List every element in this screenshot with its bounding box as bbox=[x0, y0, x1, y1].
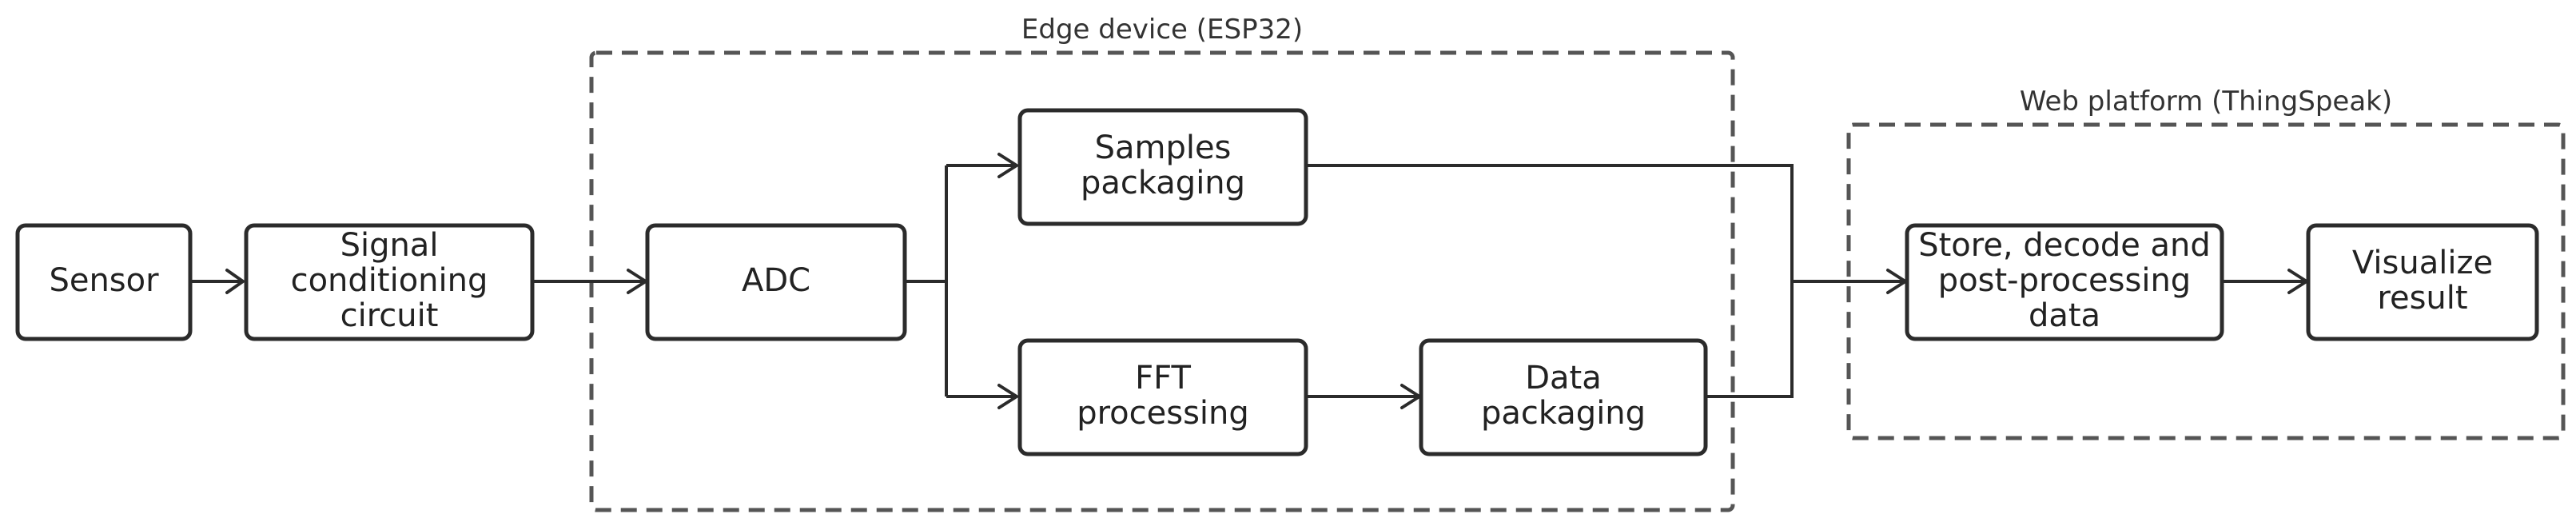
signal-conditioning-line-3: circuit bbox=[340, 297, 439, 334]
block-samples-packaging: Samples packaging bbox=[1017, 108, 1308, 226]
signal-conditioning-line-1: Signal bbox=[340, 227, 439, 264]
fft-processing-line-1: FFT bbox=[1135, 360, 1191, 396]
store-decode-line-1: Store, decode and bbox=[1918, 227, 2211, 264]
data-packaging-line-1: Data bbox=[1525, 360, 1602, 396]
arrowhead-icon bbox=[997, 384, 1018, 409]
sensor-label: Sensor bbox=[49, 262, 159, 299]
signal-conditioning-line-2: conditioning bbox=[291, 262, 488, 299]
block-data-packaging: Data packaging bbox=[1419, 338, 1708, 456]
arrowhead-icon bbox=[225, 269, 245, 294]
block-store-decode: Store, decode and post-processing data bbox=[1905, 223, 2224, 341]
store-decode-line-2: post-processing bbox=[1938, 262, 2191, 299]
signal-conditioning-box bbox=[244, 223, 535, 341]
samples-to-merge-line bbox=[1306, 164, 1794, 281]
web-platform-title: Web platform (ThingSpeak) bbox=[2020, 86, 2392, 118]
data-to-merge-line bbox=[1706, 281, 1794, 398]
block-fft-processing: FFT processing bbox=[1017, 338, 1308, 456]
block-sensor: Sensor bbox=[15, 223, 193, 341]
block-signal-conditioning: Signal conditioning circuit bbox=[244, 223, 535, 341]
block-visualize: Visualize result bbox=[2306, 223, 2539, 341]
visualize-box bbox=[2306, 223, 2539, 341]
adc-label: ADC bbox=[742, 262, 810, 299]
data-packaging-box bbox=[1419, 338, 1708, 456]
visualize-line-2: result bbox=[2377, 280, 2467, 317]
store-decode-box bbox=[1905, 223, 2224, 341]
edge-device-title: Edge device (ESP32) bbox=[1021, 14, 1303, 46]
sensor-box bbox=[15, 223, 193, 341]
data-packaging-line-2: packaging bbox=[1481, 395, 1646, 432]
fft-processing-line-2: processing bbox=[1077, 395, 1249, 432]
connectors bbox=[190, 153, 2308, 409]
samples-packaging-line-1: Samples bbox=[1095, 130, 1232, 166]
samples-packaging-line-2: packaging bbox=[1081, 165, 1245, 201]
samples-packaging-box bbox=[1017, 108, 1308, 226]
store-decode-line-3: data bbox=[2029, 297, 2100, 334]
block-adc: ADC bbox=[645, 223, 907, 341]
arrowhead-icon bbox=[997, 153, 1018, 178]
visualize-line-1: Visualize bbox=[2352, 245, 2493, 281]
fft-processing-box bbox=[1017, 338, 1308, 456]
adc-box bbox=[645, 223, 907, 341]
